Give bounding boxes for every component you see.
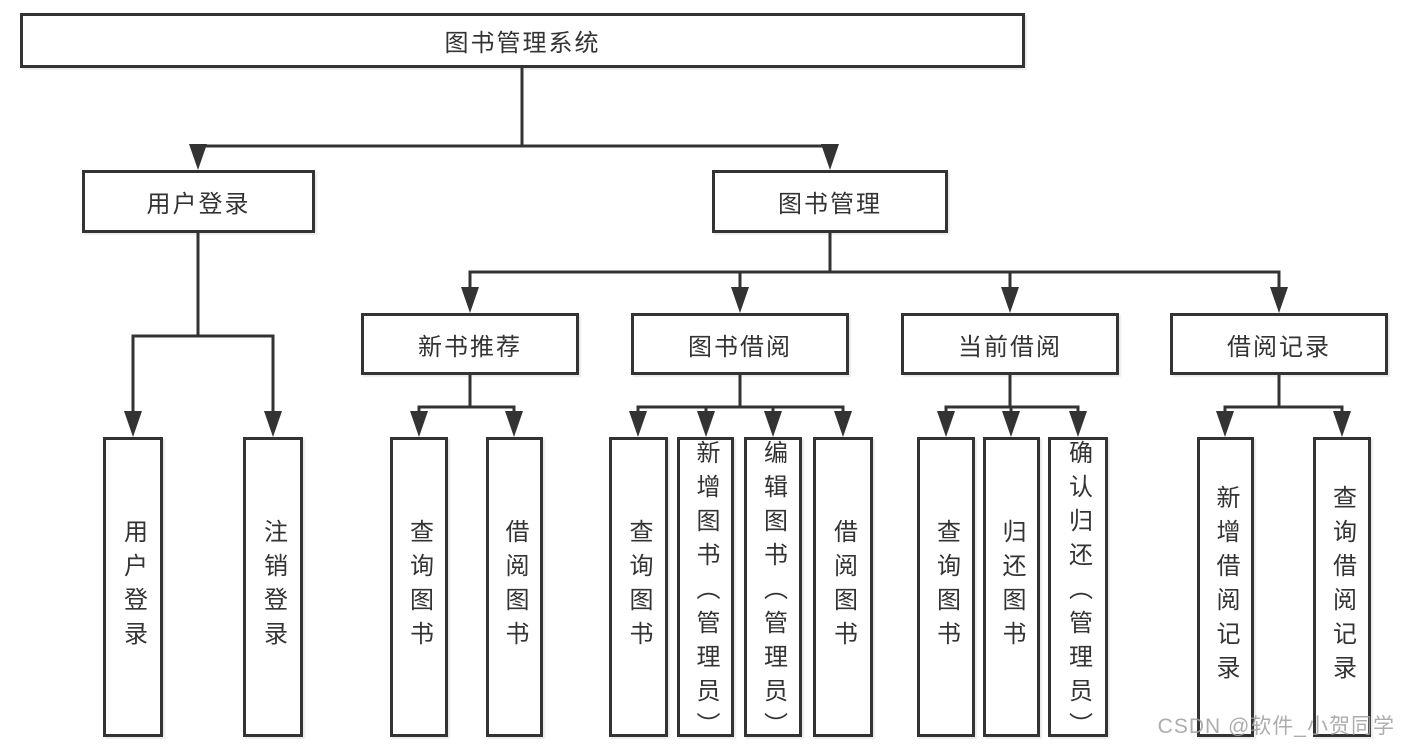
- arrowhead-icon: [410, 411, 428, 437]
- leaf-records-add-record: 新增借阅记录: [1197, 437, 1254, 737]
- arrowhead-icon: [937, 411, 955, 437]
- leaf-records-query-record: 查询借阅记录: [1313, 437, 1371, 737]
- connector-book-borrow-to-leaves: [629, 373, 852, 437]
- arrowhead-icon: [1069, 411, 1087, 437]
- arrowhead-icon: [264, 411, 282, 437]
- node-book-mgmt: 图书管理: [712, 170, 948, 233]
- connector-borrow-records-to-leaves: [1216, 373, 1351, 437]
- connector-current-borrow-to-leaves: [937, 373, 1087, 437]
- arrowhead-icon: [189, 144, 207, 170]
- arrowhead-icon: [834, 411, 852, 437]
- leaf-newbooks-query-books: 查询图书: [390, 437, 448, 737]
- leaf-borrow-borrow-books: 借阅图书: [813, 437, 873, 737]
- arrowhead-icon: [1216, 411, 1234, 437]
- node-root-title: 图书管理系统: [20, 13, 1025, 68]
- node-user-login: 用户登录: [82, 170, 315, 233]
- arrowhead-icon: [1270, 287, 1288, 313]
- node-borrow-records: 借阅记录: [1170, 313, 1388, 375]
- connector-line: [196, 66, 832, 166]
- arrowhead-icon: [697, 411, 715, 437]
- connector-line: [131, 231, 275, 432]
- leaf-borrow-add-books-admin: 新增图书（管理员）: [677, 437, 734, 746]
- leaf-newbooks-borrow-books: 借阅图书: [486, 437, 543, 737]
- node-current-borrow: 当前借阅: [901, 313, 1119, 375]
- connector-line: [468, 231, 1281, 290]
- leaf-logout: 注销登录: [243, 437, 303, 737]
- arrowhead-icon: [629, 411, 647, 437]
- leaf-current-return-books: 归还图书: [983, 437, 1040, 737]
- arrowhead-icon: [1002, 411, 1020, 437]
- leaf-borrow-query-books: 查询图书: [609, 437, 668, 737]
- connector-user-login-to-leaves: [124, 231, 282, 437]
- arrowhead-icon: [505, 411, 523, 437]
- leaf-user-login: 用户登录: [103, 437, 163, 737]
- csdn-watermark: CSDN @软件_小贺同学: [1157, 715, 1395, 738]
- connector-line: [636, 373, 845, 432]
- arrowhead-icon: [764, 411, 782, 437]
- arrowhead-icon: [1333, 411, 1351, 437]
- arrowhead-icon: [1001, 287, 1019, 313]
- connector-book-mgmt-to-level3: [461, 231, 1288, 313]
- leaf-current-query-books: 查询图书: [917, 437, 975, 737]
- arrowhead-icon: [731, 287, 749, 313]
- connector-root-to-level2: [189, 66, 839, 170]
- node-new-books: 新书推荐: [361, 313, 579, 375]
- node-book-borrow: 图书借阅: [631, 313, 849, 375]
- arrowhead-icon: [124, 411, 142, 437]
- leaf-current-confirm-return-admin: 确认归还（管理员）: [1048, 437, 1108, 746]
- leaf-borrow-edit-books-admin: 编辑图书（管理员）: [744, 437, 802, 746]
- arrowhead-icon: [821, 144, 839, 170]
- connector-new-books-to-leaves: [410, 373, 523, 437]
- arrowhead-icon: [461, 287, 479, 313]
- connector-line: [1223, 373, 1344, 432]
- connector-line: [417, 373, 516, 432]
